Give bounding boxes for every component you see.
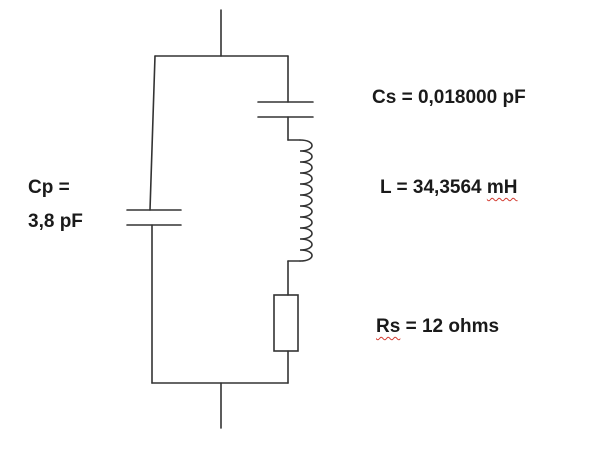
cp-label-value: 3,8 pF [28, 211, 83, 232]
rs-label: Rs = 12 ohms [376, 317, 499, 336]
l-label-prefix: L = 34,3564 [380, 177, 487, 198]
l-label-unit: mH [486, 177, 518, 198]
cp-label-name: Cp = [28, 177, 70, 198]
rs-label-rest: = 12 ohms [400, 316, 500, 337]
rs-label-name: Rs [376, 316, 401, 337]
left-branch-upper-wire [149, 55, 156, 211]
cs-label: Cs = 0,018000 pF [372, 87, 526, 108]
rs-resistor-body [273, 294, 299, 352]
l-label: L = 34,3564 mH [380, 178, 518, 197]
inductor-coil [299, 139, 313, 262]
